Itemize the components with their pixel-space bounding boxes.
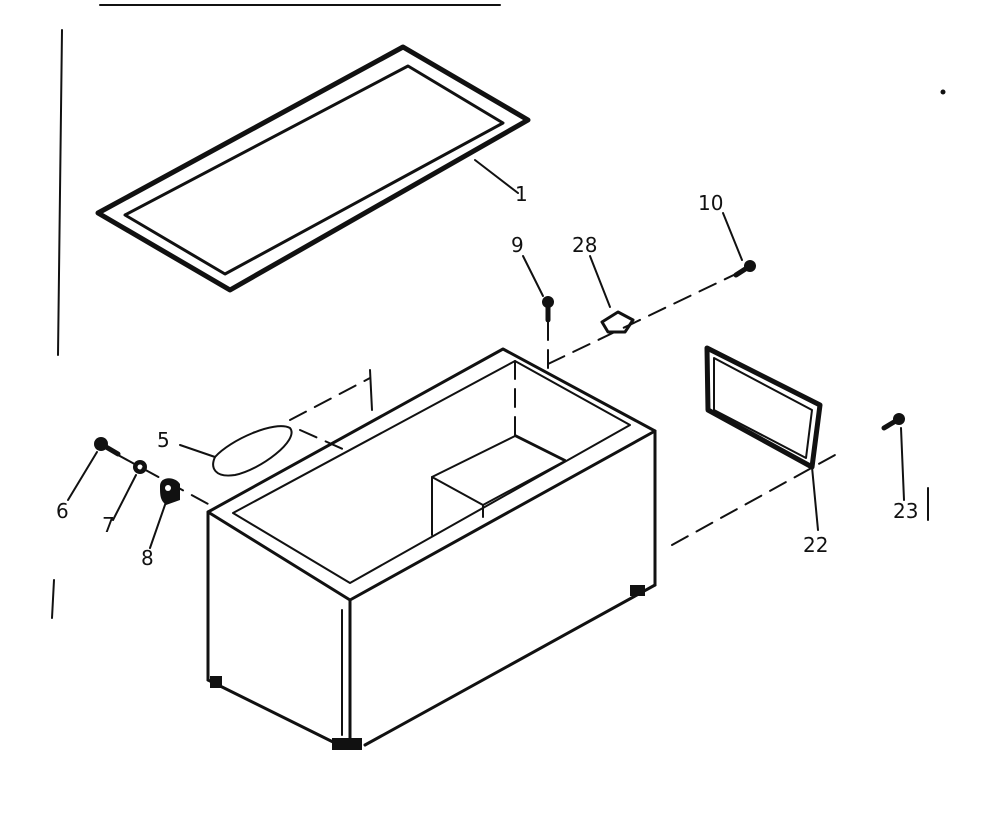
cabinet-box <box>206 347 657 750</box>
screw-23-part <box>881 413 929 521</box>
rear-hardware <box>522 212 756 369</box>
callout-7: 7 <box>102 513 115 537</box>
callout-22: 22 <box>803 533 828 557</box>
hinge-hardware <box>67 437 211 549</box>
callout-6: 6 <box>56 499 69 523</box>
callout-5: 5 <box>157 428 170 452</box>
power-cord-part <box>179 369 373 477</box>
callout-8: 8 <box>141 546 154 570</box>
callout-28: 28 <box>572 233 597 257</box>
lid-part <box>95 44 531 293</box>
gasket-panel-part <box>671 345 836 546</box>
callout-10: 10 <box>698 191 723 215</box>
callout-1: 1 <box>515 182 528 206</box>
scan-artifacts <box>51 4 946 619</box>
callout-23: 23 <box>893 499 918 523</box>
callout-9: 9 <box>511 233 524 257</box>
